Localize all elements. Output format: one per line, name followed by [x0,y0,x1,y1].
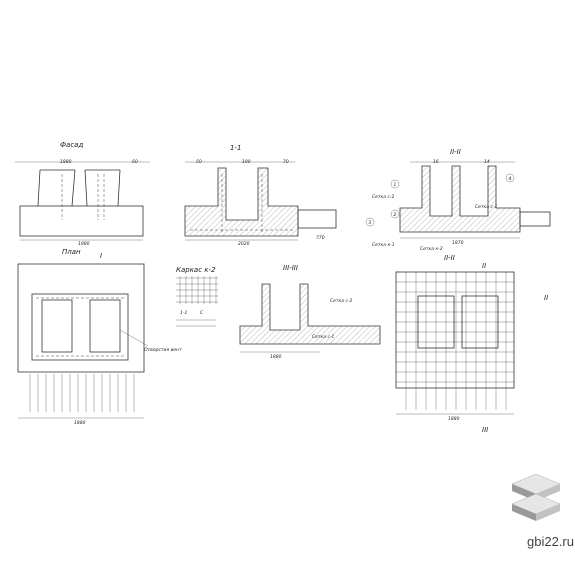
plan-bottom-dim: 1880 [74,420,86,426]
section-1-view: 1-1 50 190 70 2020 770 [184,144,337,247]
section-1-side-dim: 770 [316,235,325,241]
plan-note: Отверстия вент [144,347,182,353]
section-3-view: III-III Сетка с-2 Сетка с-1 1880 [239,264,381,360]
section-4-view: II-II II II III 1880 [395,254,548,434]
section-4-cut-b: II [544,294,548,302]
section-1-body [184,167,299,237]
section-2-callouts: 1 2 3 4 [365,173,515,227]
section-1-rebar [190,174,294,232]
facade-rebar-lines [61,174,105,220]
plan-opening-left [41,299,73,353]
facade-foundation [19,205,144,237]
section-1-bottom-dim: 2020 [238,241,250,247]
callout-circle [365,217,375,227]
cage-grid [176,276,218,304]
callout-4: 4 [509,176,512,182]
section-2-title: II-II [450,148,461,156]
section-2-view: II-II 16 14 1 2 3 4 Сетка с-2 Сетка с-1 … [365,148,551,252]
section-2-label-a: Сетка с-2 [372,194,395,200]
plan-rebar-lines [29,374,135,412]
plan-rebar [36,297,124,357]
section-4-opening-left [417,295,455,349]
stacked-slabs-icon [511,473,561,521]
plan-outline [17,263,145,373]
facade-bottom-dim: 1980 [78,241,90,247]
plan-rebar-ticks [29,374,135,412]
section-4-cut-c: III [482,426,488,434]
section-3-body [239,283,381,345]
callout-3: 3 [369,220,372,226]
section-3-label-a: Сетка с-2 [330,298,353,304]
section-4-grid [396,272,514,410]
plan-inner-outline [31,293,129,361]
section-3-label-b: Сетка с-1 [312,334,335,340]
callout-circle [390,209,400,219]
section-3-bottom-dim: 1880 [270,354,282,360]
brand-watermark: gbi22.ru [504,470,574,570]
callout-1: 1 [394,182,397,188]
facade-left-post [37,169,76,207]
section-4-title: II-II [444,254,455,262]
section-1-title: 1-1 [230,144,241,152]
cage-bars [176,319,216,327]
section-3-title: III-III [283,264,298,272]
plan-cut-mark: I [100,252,102,260]
facade-view: Фасад 1880 60 1980 [15,141,150,247]
section-4-cut-a: II [482,262,486,270]
plan-opening-right [89,299,121,353]
section-2-body [399,165,521,233]
cage-view: Каркас к-2 1-1 С [176,266,218,327]
section-2-label-b: Сетка с-1 [475,204,498,210]
brand-text[interactable]: gbi22.ru [527,534,574,549]
section-1-side-slab [297,209,337,229]
section-2-bottom-dim: 1870 [452,240,464,246]
plan-title: План [62,248,81,256]
facade-title: Фасад [60,141,83,149]
section-4-bottom-dim: 1880 [448,416,460,422]
section-4-opening-right [461,295,499,349]
callout-circle [505,173,515,183]
cage-dim-a: 1-1 [180,310,187,316]
cage-title: Каркас к-2 [176,266,216,274]
plan-view: План I Отверстия вент 1880 [17,248,182,426]
section-2-side-slab [519,211,551,227]
plan-note-leader [119,329,149,347]
section-2-label-c: Сетка к-1 [372,242,395,248]
cage-dim-b: С [200,310,204,316]
facade-right-post [84,169,121,207]
section-4-outline [395,271,515,389]
callout-2: 2 [394,212,397,218]
callout-circle [390,179,400,189]
section-2-label-d: Сетка к-2 [420,246,443,252]
